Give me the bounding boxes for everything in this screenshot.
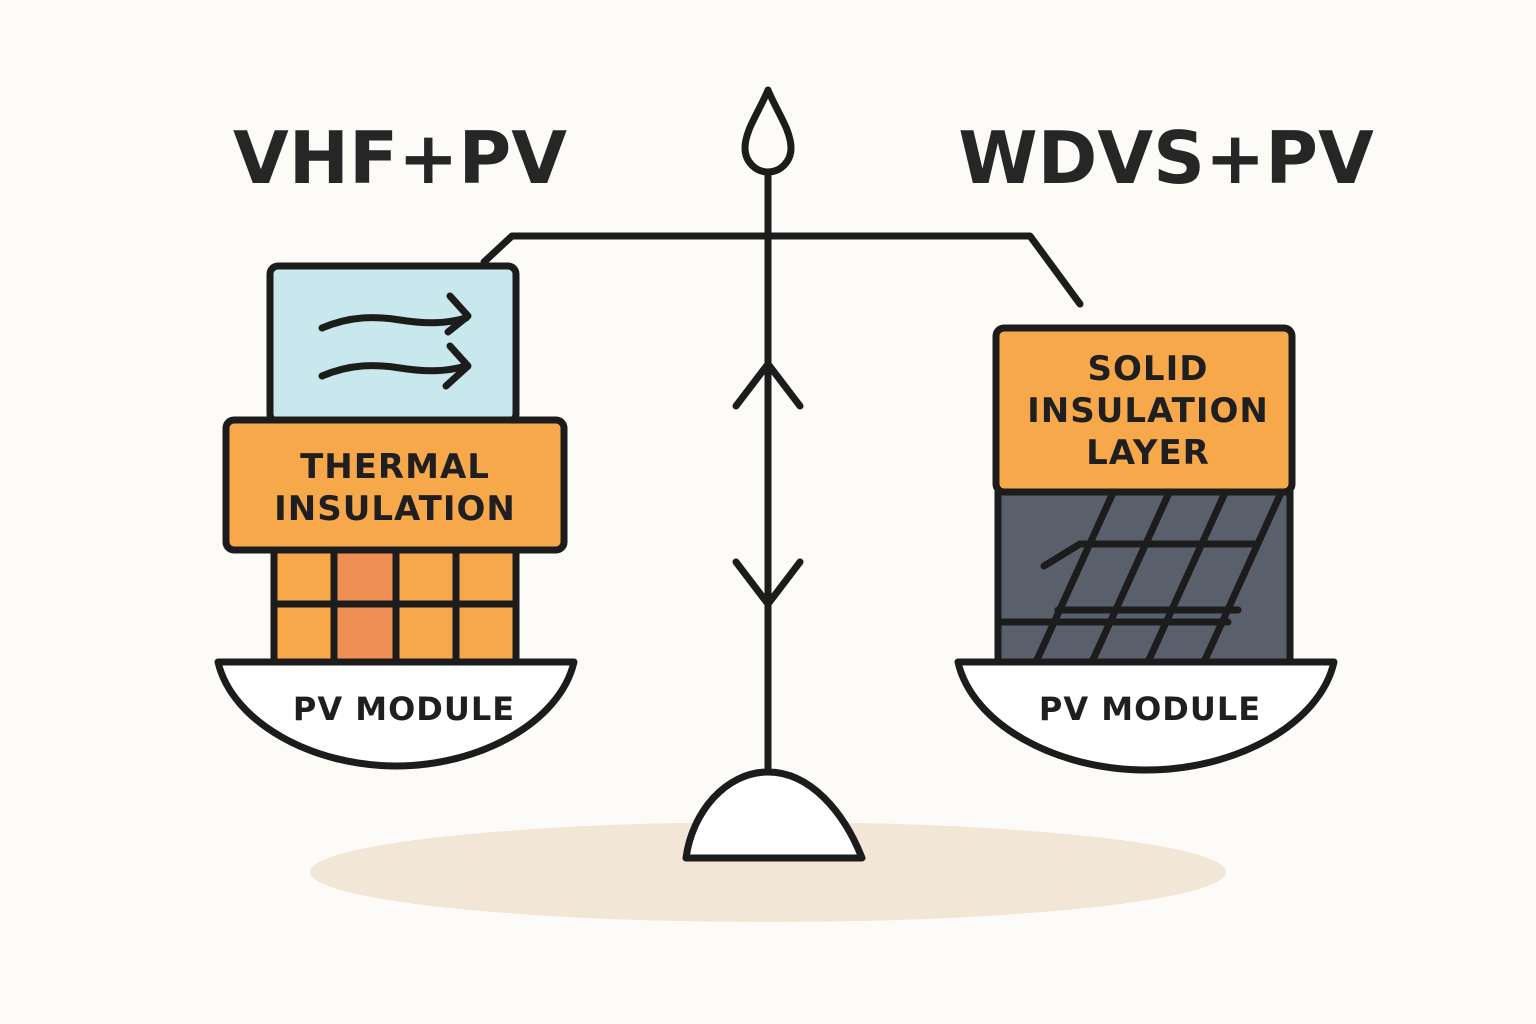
- left-scale-pan: [214, 658, 578, 770]
- left-stack: THERMAL INSULATION PV MODULE: [214, 262, 578, 770]
- scale-base: [682, 768, 866, 862]
- scale-finial: [741, 86, 795, 176]
- thermal-insulation-label-line2: INSULATION: [274, 489, 516, 529]
- thermal-insulation-label-line1: THERMAL: [300, 447, 490, 487]
- airflow-arrows-icon: [318, 292, 472, 390]
- title-wdvs-pv: WDVS+PV: [958, 116, 1374, 200]
- scale-beam: [480, 232, 1084, 308]
- up-arrow-icon: [732, 360, 804, 410]
- thermal-insulation-box: [222, 416, 568, 554]
- right-pan-label: PV MODULE: [1039, 690, 1261, 728]
- down-arrow-icon: [732, 558, 804, 608]
- solid-insulation-label-line2: INSULATION: [1027, 391, 1269, 431]
- air-gap-panel: [266, 262, 520, 426]
- balance-scale-icon: [480, 86, 1084, 862]
- solid-insulation-label-line1: SOLID: [1088, 349, 1209, 389]
- title-vhf-pv: VHF+PV: [233, 116, 567, 200]
- pv-panel-grid: [996, 491, 1284, 666]
- solid-insulation-label-line3: LAYER: [1086, 433, 1210, 473]
- solid-insulation-box: [992, 324, 1296, 496]
- left-pan-label: PV MODULE: [293, 690, 515, 728]
- pv-grid-block: [270, 544, 520, 666]
- right-stack: SOLID INSULATION LAYER PV MODULE: [954, 324, 1338, 774]
- ground-shadow: [310, 822, 1226, 922]
- right-scale-pan: [954, 658, 1338, 774]
